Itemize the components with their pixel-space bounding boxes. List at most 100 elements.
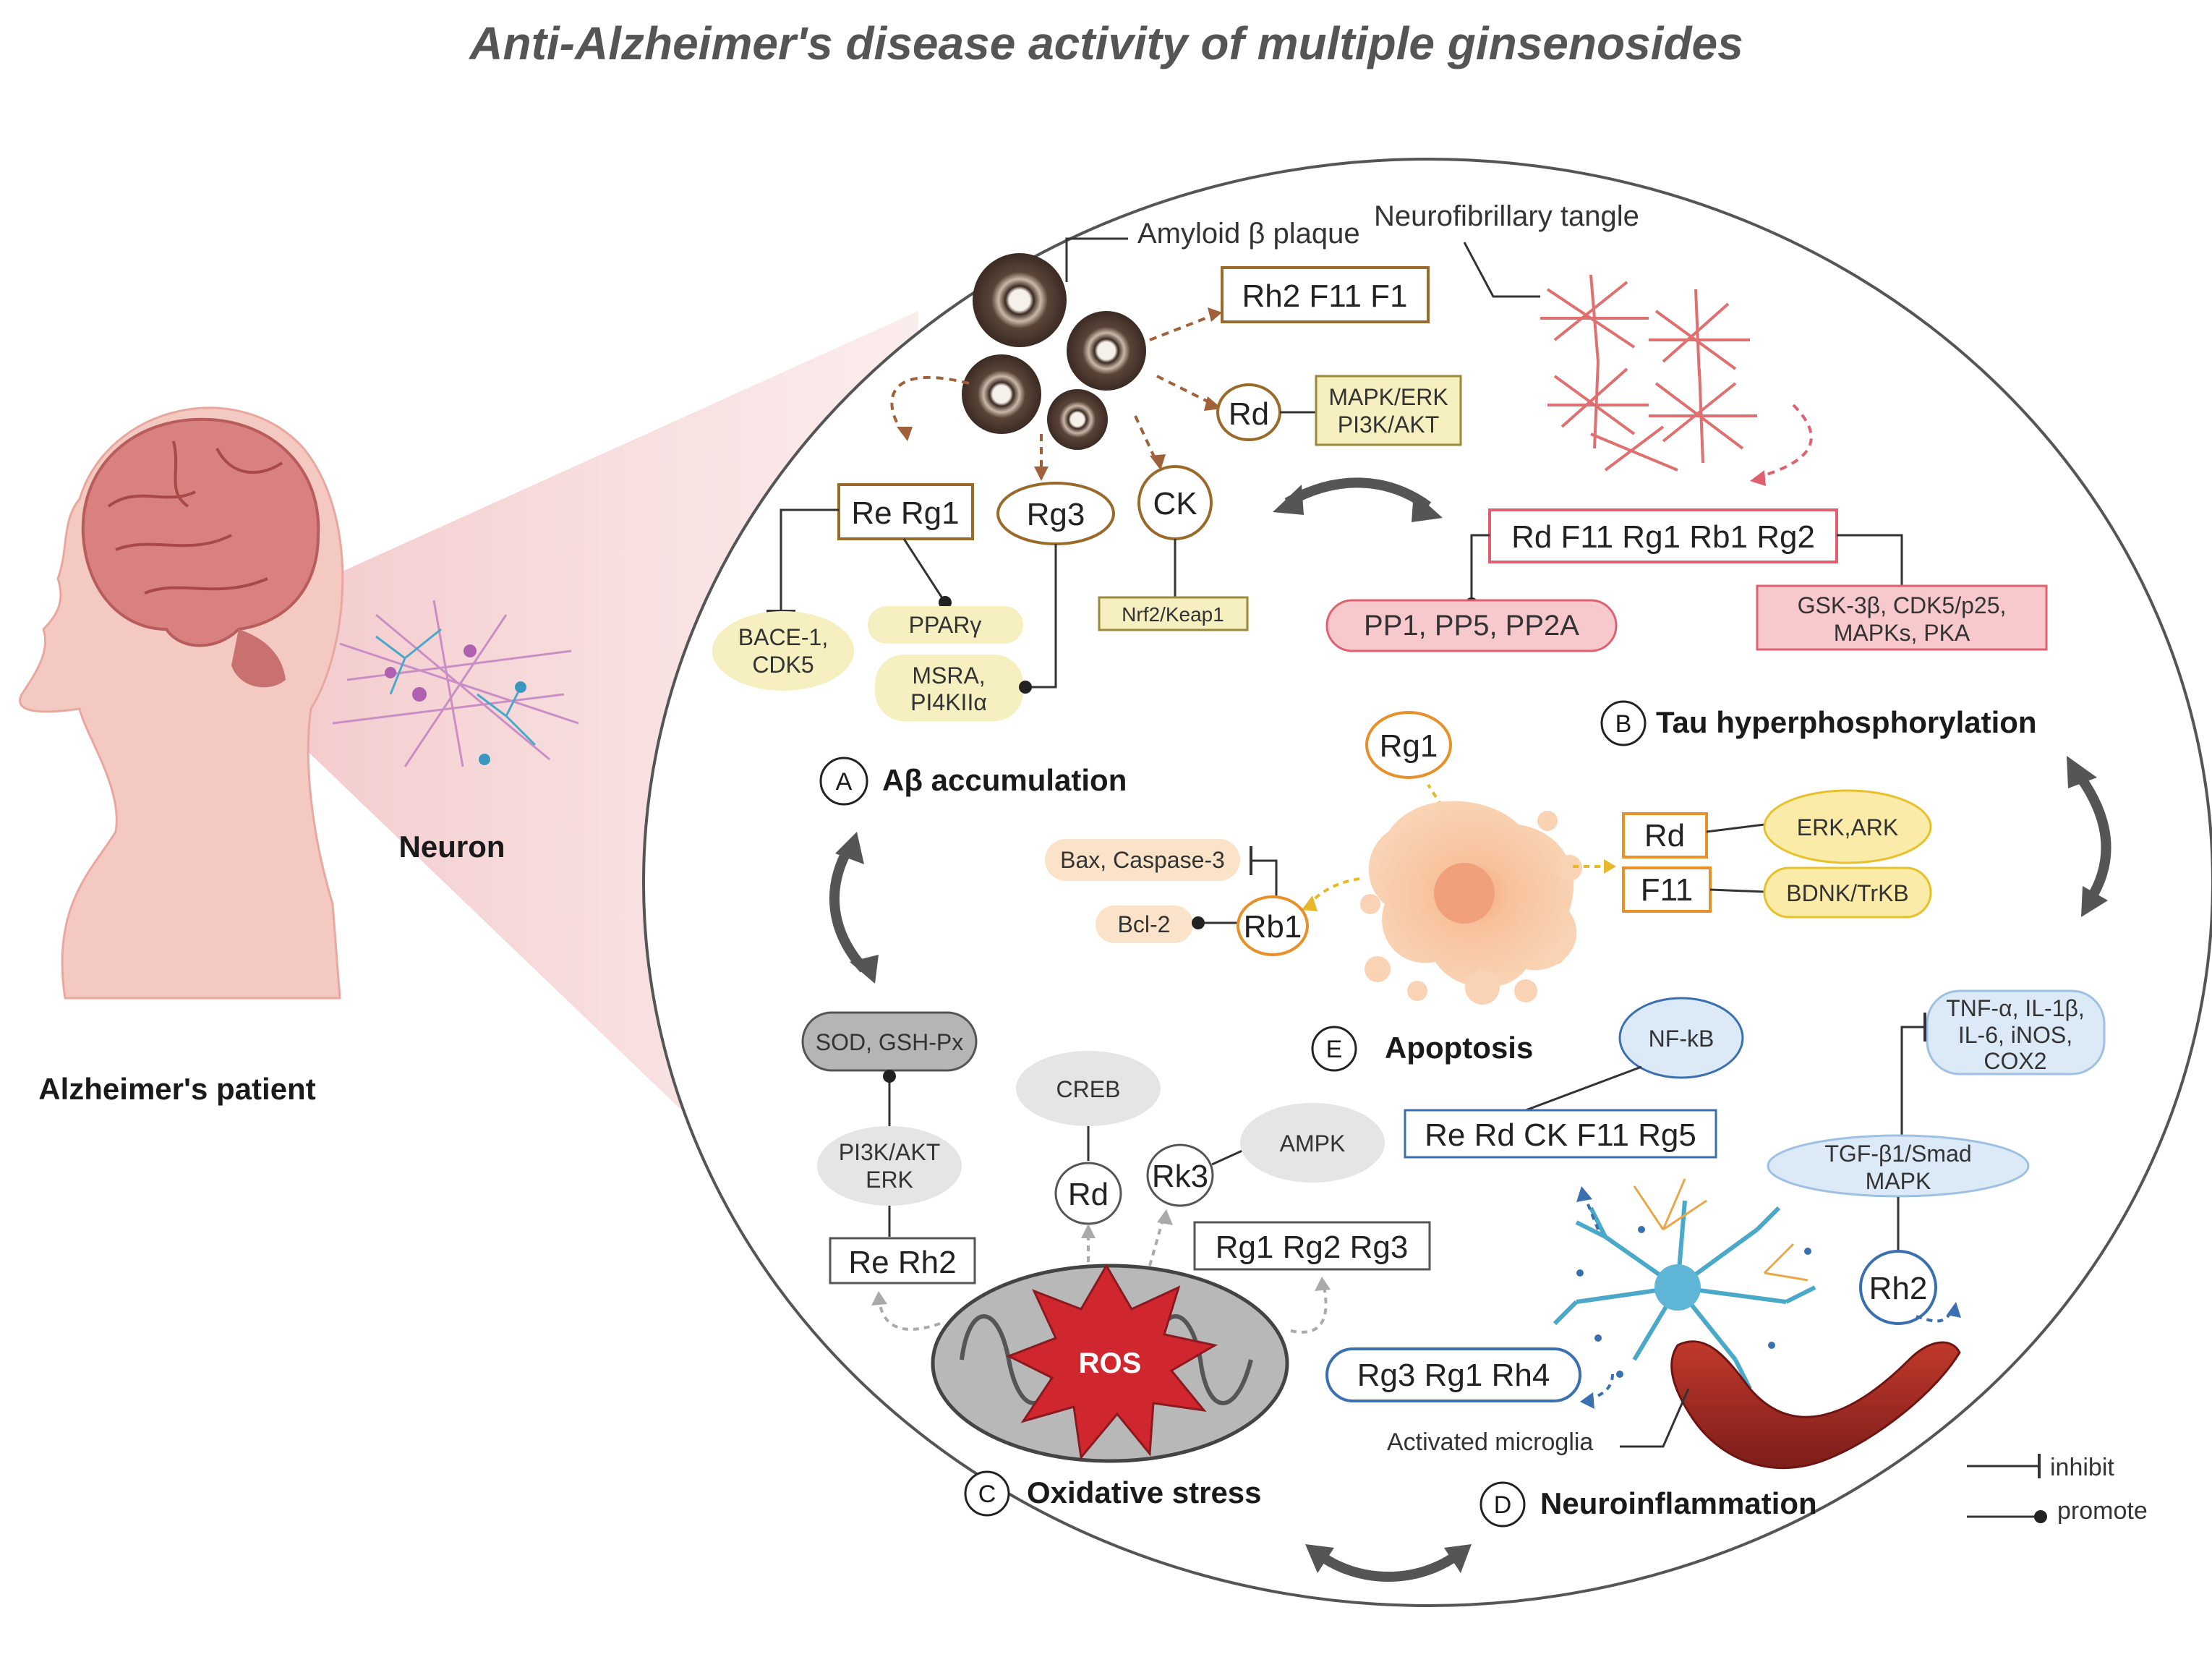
bdnk-node xyxy=(1763,866,1932,919)
nfkb-line xyxy=(1525,1065,1642,1112)
bdnk-text: BDNK/TrKB xyxy=(1786,880,1909,906)
microglia-icon xyxy=(1553,1200,1816,1390)
re-inhibit-bace-line xyxy=(780,508,839,611)
tau-inhibit-gsk-line xyxy=(1837,534,1903,589)
cycle-arrowheads xyxy=(835,485,2108,1573)
section-c-letter: C xyxy=(978,1481,996,1508)
patient-label: Alzheimer's patient xyxy=(38,1072,315,1106)
rg3-rg1-rh4-text: Rg3 Rg1 Rh4 xyxy=(1357,1358,1550,1393)
neurofibrillary-tangle-icon xyxy=(1540,274,1757,472)
tangle-label: Neurofibrillary tangle xyxy=(1374,200,1639,232)
ampk-text: AMPK xyxy=(1280,1130,1346,1157)
apoptosis-rg1-node xyxy=(1365,711,1452,779)
tgf-text-2: MAPK xyxy=(1866,1168,1931,1194)
ck-text: CK xyxy=(1153,486,1197,521)
bcl2-node xyxy=(1096,906,1193,943)
rg123-box xyxy=(1193,1221,1431,1271)
ampk-node xyxy=(1240,1103,1385,1183)
cycle-arrows xyxy=(829,477,2111,1582)
bax-node xyxy=(1045,839,1240,881)
ox-pi3k-text-2: ERK xyxy=(866,1167,913,1193)
section-a-letter: A xyxy=(836,768,853,796)
ox-rd-text: Rd xyxy=(1068,1177,1109,1212)
rk3-text: Rk3 xyxy=(1152,1159,1208,1194)
msra-node xyxy=(875,655,1023,721)
section-b-circle xyxy=(1600,700,1647,746)
re-rd-ck-box xyxy=(1404,1109,1717,1159)
arrowhead xyxy=(1604,859,1616,874)
ppar-text: PPARγ xyxy=(909,612,982,638)
f11-to-bdnk-line xyxy=(1709,888,1765,893)
ros-arrowheads xyxy=(871,1209,1331,1305)
legend-promote-dot xyxy=(2034,1510,2047,1523)
gsk-text-1: GSK-3β, CDK5/p25, xyxy=(1798,592,2007,618)
apoptosis-rd-box xyxy=(1622,812,1708,859)
microglia-sparks xyxy=(1576,1226,1811,1378)
section-b-label: Tau hyperphosphorylation xyxy=(1656,705,2037,739)
tgf-text-1: TGF-β1/Smad xyxy=(1824,1141,1971,1167)
rk3-to-ampk-line xyxy=(1211,1149,1244,1166)
tnf-text-3: COX2 xyxy=(1983,1048,2046,1074)
gsk-node xyxy=(1756,584,2048,651)
diagram-title: Anti-Alzheimer's disease activity of mul… xyxy=(468,17,1743,69)
bace1-text-1: BACE-1, xyxy=(738,624,828,650)
microglia-pointer-line xyxy=(1620,1388,1690,1448)
apoptotic-cell-icon xyxy=(1360,801,1582,1005)
amyloid-rd-text: Rd xyxy=(1229,396,1269,432)
section-e-letter: E xyxy=(1326,1036,1343,1063)
ros-text: ROS xyxy=(1079,1347,1142,1379)
blood-vessel-icon xyxy=(1670,1340,1961,1470)
nfkb-node xyxy=(1618,997,1744,1079)
creb-node xyxy=(1016,1051,1161,1126)
tangle-pointer-line xyxy=(1463,242,1540,298)
gsk-text-2: MAPKs, PKA xyxy=(1834,620,1970,646)
neuron-cluster-icon xyxy=(332,600,579,767)
amyloid-plaque-label: Amyloid β plaque xyxy=(1137,218,1360,250)
tau-promote-pp-line-top xyxy=(1470,534,1490,562)
inflammation-rh2-text: Rh2 xyxy=(1869,1271,1928,1306)
inflammation-rh2-node xyxy=(1859,1250,1937,1325)
msra-text-1: MSRA, xyxy=(912,663,985,689)
legend-promote-text: promote xyxy=(2057,1497,2148,1525)
mapk-erk-text: MAPK/ERK xyxy=(1328,384,1448,410)
section-e-label: Apoptosis xyxy=(1385,1031,1533,1065)
microglia-arrowheads xyxy=(1576,1186,1961,1409)
rg123-text: Rg1 Rg2 Rg3 xyxy=(1216,1230,1409,1265)
section-e-circle xyxy=(1311,1026,1357,1072)
pp-node xyxy=(1325,599,1618,652)
legend-inhibit-text: inhibit xyxy=(2050,1454,2114,1481)
tgf-node xyxy=(1767,1134,2030,1198)
section-a-label: Aβ accumulation xyxy=(882,763,1127,797)
section-d-label: Neuroinflammation xyxy=(1540,1486,1817,1520)
microglia-label: Activated microglia xyxy=(1387,1428,1593,1456)
ox-pi3k-text-1: PI3K/AKT xyxy=(839,1139,941,1165)
tnf-node xyxy=(1926,989,2106,1075)
ox-pi3k-node xyxy=(817,1126,962,1206)
nrf2-node xyxy=(1098,596,1249,631)
sod-text: SOD, GSH-Px xyxy=(816,1029,963,1055)
section-c-label: Oxidative stress xyxy=(1027,1475,1262,1509)
section-d-letter: D xyxy=(1494,1491,1512,1519)
pi3k-akt-text: PI3K/AKT xyxy=(1338,412,1440,438)
bace1-node xyxy=(712,611,854,691)
amyloid-plaques-icon xyxy=(962,253,1146,450)
re-rg1-box xyxy=(837,483,974,540)
rg3-promote-msra-line xyxy=(1025,544,1057,689)
brain-icon xyxy=(81,417,320,647)
tau-ginsenosides-text: Rd F11 Rg1 Rb1 Rg2 xyxy=(1511,519,1815,555)
tangle-arrowhead xyxy=(1750,470,1766,486)
section-c-circle xyxy=(964,1470,1010,1517)
erk-ark-node xyxy=(1763,789,1932,864)
rd-to-erk-line xyxy=(1706,823,1765,833)
rh2-f11-f1-box xyxy=(1221,266,1430,323)
promote-dot xyxy=(883,1070,896,1083)
re-rg1-text: Re Rg1 xyxy=(851,495,959,531)
mapk-pi3k-box xyxy=(1315,375,1462,446)
rb1-text: Rb1 xyxy=(1244,909,1302,945)
arrowhead xyxy=(1302,895,1318,911)
promote-dot xyxy=(1192,916,1205,929)
erk-ark-text: ERK,ARK xyxy=(1797,814,1898,840)
tnf-text-1: TNF-α, IL-1β, xyxy=(1946,995,2085,1021)
f11-text: F11 xyxy=(1641,872,1694,908)
rb1-node xyxy=(1237,895,1309,956)
